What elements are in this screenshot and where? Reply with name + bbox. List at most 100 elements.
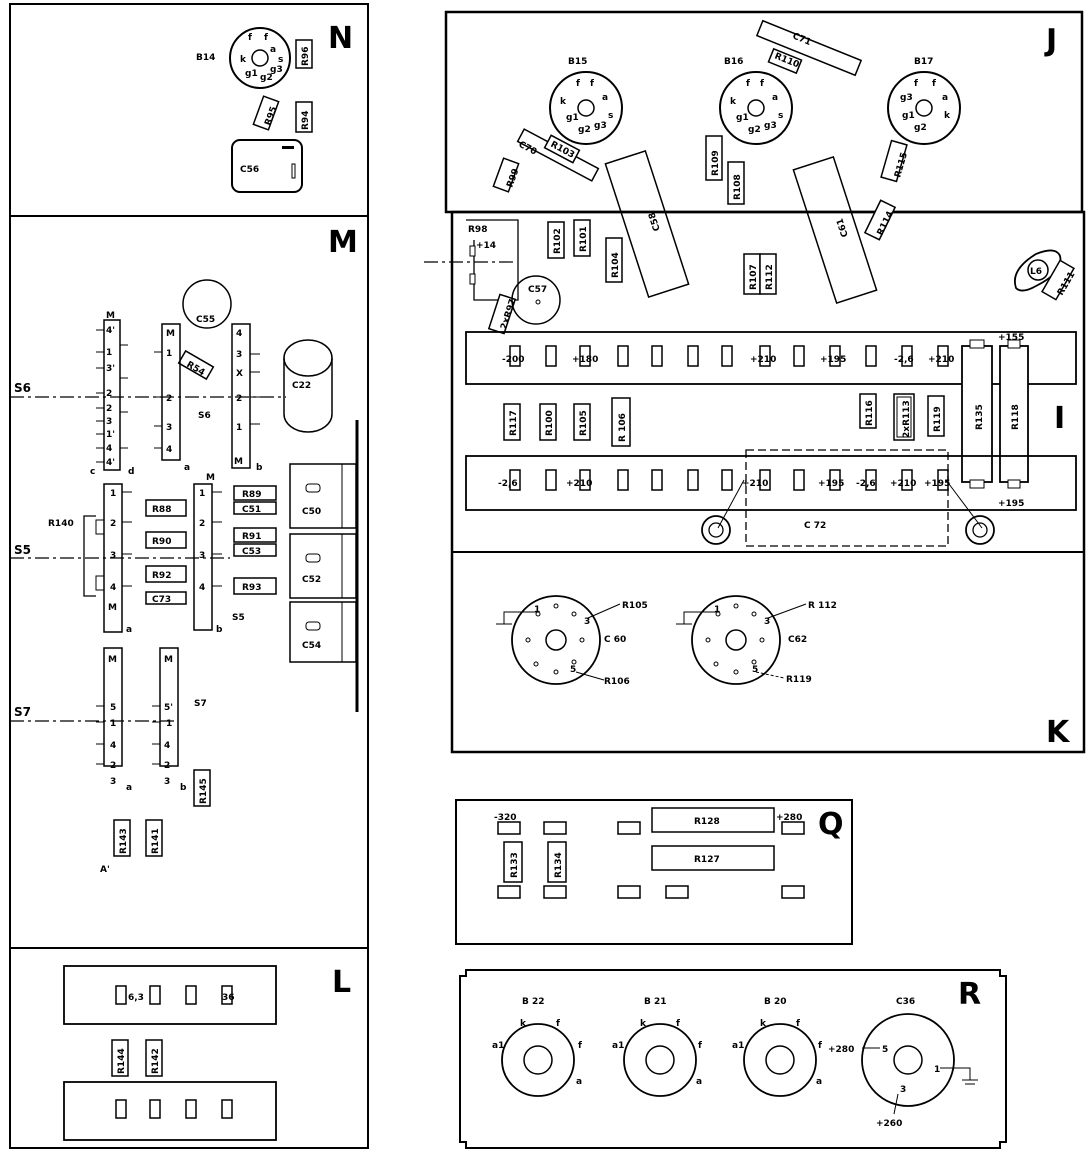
label-r93: R93 bbox=[242, 583, 261, 593]
pin-label: 2 bbox=[166, 394, 172, 404]
capacitor-c73: C73 bbox=[145, 591, 187, 605]
pin-label: 1 bbox=[106, 348, 112, 358]
pin-label: k bbox=[944, 111, 951, 121]
resistor-r112: R112 bbox=[759, 253, 777, 295]
panel-label-K: K bbox=[1046, 715, 1071, 750]
resistor-r145: R145 bbox=[193, 769, 211, 807]
tube-socket-c60: 1 3 5 C 60 R105 R106 bbox=[496, 595, 648, 687]
pin-label: k bbox=[640, 1019, 647, 1029]
resistor-r89: R89 bbox=[233, 485, 277, 501]
pin-label: 4 bbox=[110, 741, 116, 751]
pin-label: a bbox=[772, 93, 778, 103]
pin-label: 1 bbox=[934, 1065, 940, 1075]
resistor-r134: R134 bbox=[547, 841, 567, 883]
label-r109: R109 bbox=[711, 150, 721, 176]
capacitor-c72: C 72 bbox=[717, 449, 983, 547]
voltage-label: +210 bbox=[750, 355, 776, 365]
label-c51: C51 bbox=[242, 505, 261, 515]
pin-label: a bbox=[576, 1077, 582, 1087]
pin-label: 1 bbox=[236, 423, 242, 433]
voltage-label: 6,3 bbox=[128, 993, 144, 1003]
pin-label: 1 bbox=[166, 349, 172, 359]
voltage-label: +280 bbox=[828, 1045, 854, 1055]
pin-label: 2 bbox=[236, 394, 242, 404]
label-c56: C56 bbox=[240, 165, 259, 175]
resistor-r88: R88 bbox=[145, 499, 187, 517]
pin-label: 2 bbox=[110, 761, 116, 771]
resistor-r108: R108 bbox=[727, 161, 745, 205]
panel-label-J: J bbox=[1044, 23, 1057, 58]
voltage-label: +180 bbox=[572, 355, 598, 365]
tube-socket-b15: B15 f f a k s g1 g3 g2 bbox=[549, 57, 623, 145]
voltage-label: +195 bbox=[820, 355, 846, 365]
label-c62: C62 bbox=[788, 635, 807, 645]
voltage-label: -2,6 bbox=[498, 479, 518, 489]
voltage-label: +195 bbox=[818, 479, 844, 489]
pin-label: k bbox=[760, 1019, 767, 1029]
label-r112: R112 bbox=[765, 264, 775, 290]
voltage-label: +155 bbox=[998, 333, 1024, 343]
voltage-label: +210 bbox=[742, 479, 768, 489]
label-b16: B16 bbox=[724, 57, 743, 67]
pin-label: 2 bbox=[106, 404, 112, 414]
resistor-r110: R110 bbox=[767, 47, 803, 75]
resistor-r143: R143 bbox=[113, 819, 131, 857]
panel-L: L bbox=[9, 947, 369, 1149]
pin-label: s bbox=[278, 55, 283, 65]
grommet-left bbox=[701, 515, 731, 545]
resistor-r116: R116 bbox=[859, 393, 877, 429]
pin-label: f bbox=[796, 1019, 800, 1029]
label-b17: B17 bbox=[914, 57, 933, 67]
pin-label: 3 bbox=[236, 350, 242, 360]
label-r92: R92 bbox=[152, 571, 171, 581]
pin-label: f bbox=[248, 33, 252, 43]
label-r116: R116 bbox=[865, 400, 875, 426]
switch-body-s7: S7 bbox=[194, 699, 207, 709]
resistor-r94: R94 bbox=[295, 101, 313, 133]
side-letter: b bbox=[216, 625, 223, 635]
panel-N: N bbox=[9, 3, 369, 217]
pin-label: k bbox=[520, 1019, 527, 1029]
pin-label: f bbox=[264, 33, 268, 43]
pin-label: 2 bbox=[106, 389, 112, 399]
pin-label: a bbox=[942, 93, 948, 103]
pin-label: 3 bbox=[164, 777, 170, 787]
pin-label: 3 bbox=[166, 423, 172, 433]
resistor-r100: R100 bbox=[539, 403, 557, 441]
resistor-r142: R142 bbox=[145, 1039, 163, 1077]
label-c55: C55 bbox=[196, 315, 215, 325]
voltage-label: +210 bbox=[566, 479, 592, 489]
label-b14: B14 bbox=[196, 53, 215, 63]
label-b21: B 21 bbox=[644, 997, 667, 1007]
pin-label: g3 bbox=[270, 65, 283, 75]
terminal-strip-bottom: -2,6 +210 +210 +195 -2,6 +210 +195 bbox=[465, 455, 1077, 511]
panel-label-N: N bbox=[328, 21, 353, 56]
pin-label: 1 bbox=[714, 605, 720, 615]
switch-wafer-s6-a: M 1 2 3 4 a bbox=[154, 323, 190, 473]
pin-label: 5 bbox=[752, 665, 758, 675]
resistor-r90: R90 bbox=[145, 531, 187, 549]
pin-label: a bbox=[602, 93, 608, 103]
label-r118: R118 bbox=[1011, 404, 1021, 430]
pin-label: 3 bbox=[584, 617, 590, 627]
pin-label: M bbox=[164, 655, 173, 665]
label-r91: R91 bbox=[242, 532, 261, 542]
pin-label: f bbox=[932, 79, 936, 89]
switch-wafer-s6-cd: M 4' 1 3' 2 2 3 1' 4 4' c d bbox=[90, 311, 134, 477]
capacitor-c61: C61 bbox=[792, 155, 878, 305]
tube-socket-b16: B16 f f a k s g1 g3 g2 bbox=[719, 57, 793, 145]
label-r141: R141 bbox=[151, 828, 161, 854]
capacitor-c54: C54 bbox=[289, 601, 357, 663]
terminal-strip-top: -200 +180 +210 +195 -2,6 +210 bbox=[465, 331, 1077, 385]
pin-label: 3 bbox=[110, 777, 116, 787]
label-b15: B15 bbox=[568, 57, 587, 67]
pin-label: M bbox=[108, 603, 117, 613]
label-r117: R117 bbox=[509, 410, 519, 436]
resistor-r96: R96 bbox=[295, 39, 313, 69]
pin-label: 4 bbox=[106, 444, 112, 454]
pin-label: 3 bbox=[764, 617, 770, 627]
resistor-r93: R93 bbox=[233, 577, 277, 595]
pin-label: 2 bbox=[199, 519, 205, 529]
voltage-label: 36 bbox=[222, 993, 235, 1003]
pin-label: f bbox=[746, 79, 750, 89]
